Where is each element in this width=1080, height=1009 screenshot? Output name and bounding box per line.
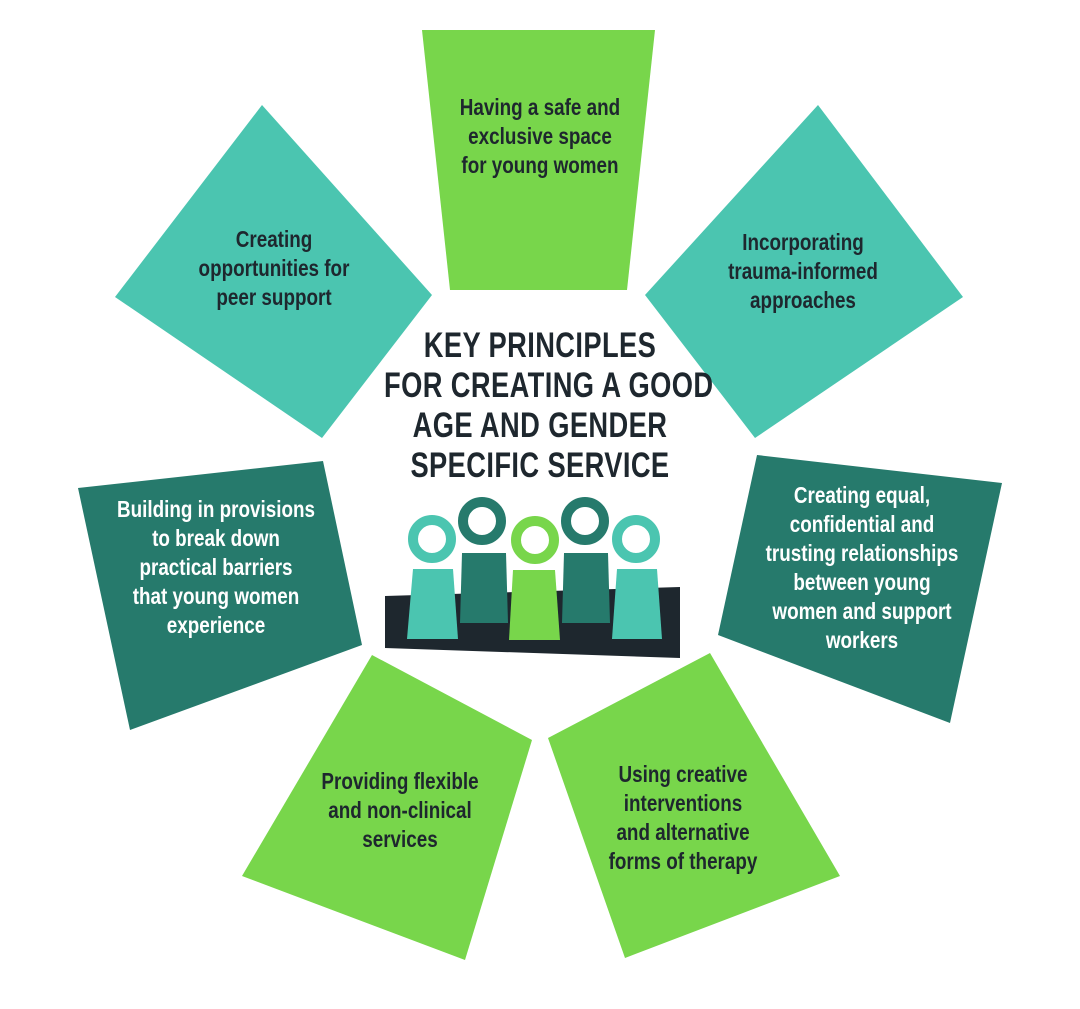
title-line: FOR CREATING A GOOD: [384, 366, 714, 405]
principle-line: services: [362, 826, 438, 852]
principle-line: Creating equal,: [793, 482, 931, 508]
person-head: [612, 515, 660, 563]
title-line: KEY PRINCIPLES: [423, 326, 657, 365]
shape-peer-support: [115, 105, 432, 438]
principle-safe-space: Having a safe and exclusive space for yo…: [401, 93, 680, 180]
people-icon: [385, 497, 680, 658]
principle-line: that young women: [132, 583, 300, 609]
person-body: [460, 553, 508, 623]
principle-line: practical barriers: [139, 554, 293, 580]
shape-relationships: [718, 455, 1002, 723]
person-head: [561, 497, 609, 545]
principle-line: Incorporating: [742, 229, 864, 255]
principle-line: Building in provisions: [116, 496, 316, 522]
principle-line: for young women: [461, 152, 619, 178]
person-body: [562, 553, 610, 623]
shape-safe-space: [422, 30, 655, 290]
principle-line: Having a safe and: [459, 94, 621, 120]
person-head: [511, 516, 559, 564]
person-head: [458, 497, 506, 545]
shape-creative-interventions: [548, 653, 840, 958]
title-line: SPECIFIC SERVICE: [410, 446, 670, 485]
principle-line: peer support: [216, 284, 332, 310]
principle-peer-support: Creating opportunities for peer support: [135, 225, 414, 312]
shape-flexible-services: [242, 655, 532, 960]
principle-line: Using creative: [618, 761, 748, 787]
principle-line: and non-clinical: [328, 797, 472, 823]
principle-line: trauma-informed: [728, 258, 878, 284]
principle-line: experience: [166, 612, 266, 638]
principle-relationships: Creating equal, confidential and trustin…: [723, 481, 1002, 655]
principle-practical-barriers: Building in provisions to break down pra…: [77, 495, 356, 640]
principle-line: interventions: [623, 790, 743, 816]
shape-trauma-informed: [645, 105, 963, 438]
principle-line: confidential and: [789, 511, 935, 537]
principle-line: approaches: [750, 287, 856, 313]
principle-line: forms of therapy: [608, 848, 758, 874]
principle-line: between young: [793, 569, 931, 595]
person-head: [408, 515, 456, 563]
principle-line: to break down: [152, 525, 280, 551]
diagram-title: KEY PRINCIPLES FOR CREATING A GOOD AGE A…: [384, 326, 714, 486]
principle-line: exclusive space: [468, 123, 612, 149]
principle-line: opportunities for: [198, 255, 350, 281]
principle-line: Creating: [235, 226, 313, 252]
shape-practical-barriers: [78, 461, 362, 730]
principle-flexible-services: Providing flexible and non-clinical serv…: [261, 767, 540, 854]
principle-line: workers: [825, 627, 899, 653]
title-line: AGE AND GENDER: [412, 406, 668, 445]
principle-trauma-informed: Incorporating trauma-informed approaches: [664, 228, 943, 315]
person-body: [407, 569, 458, 639]
person-body: [612, 569, 662, 639]
principle-creative-interventions: Using creative interventions and alterna…: [544, 760, 823, 876]
principle-line: women and support: [772, 598, 952, 624]
principle-line: trusting relationships: [765, 540, 959, 566]
principle-line: Providing flexible: [321, 768, 479, 794]
person-body: [509, 570, 560, 640]
principle-line: and alternative: [616, 819, 750, 845]
